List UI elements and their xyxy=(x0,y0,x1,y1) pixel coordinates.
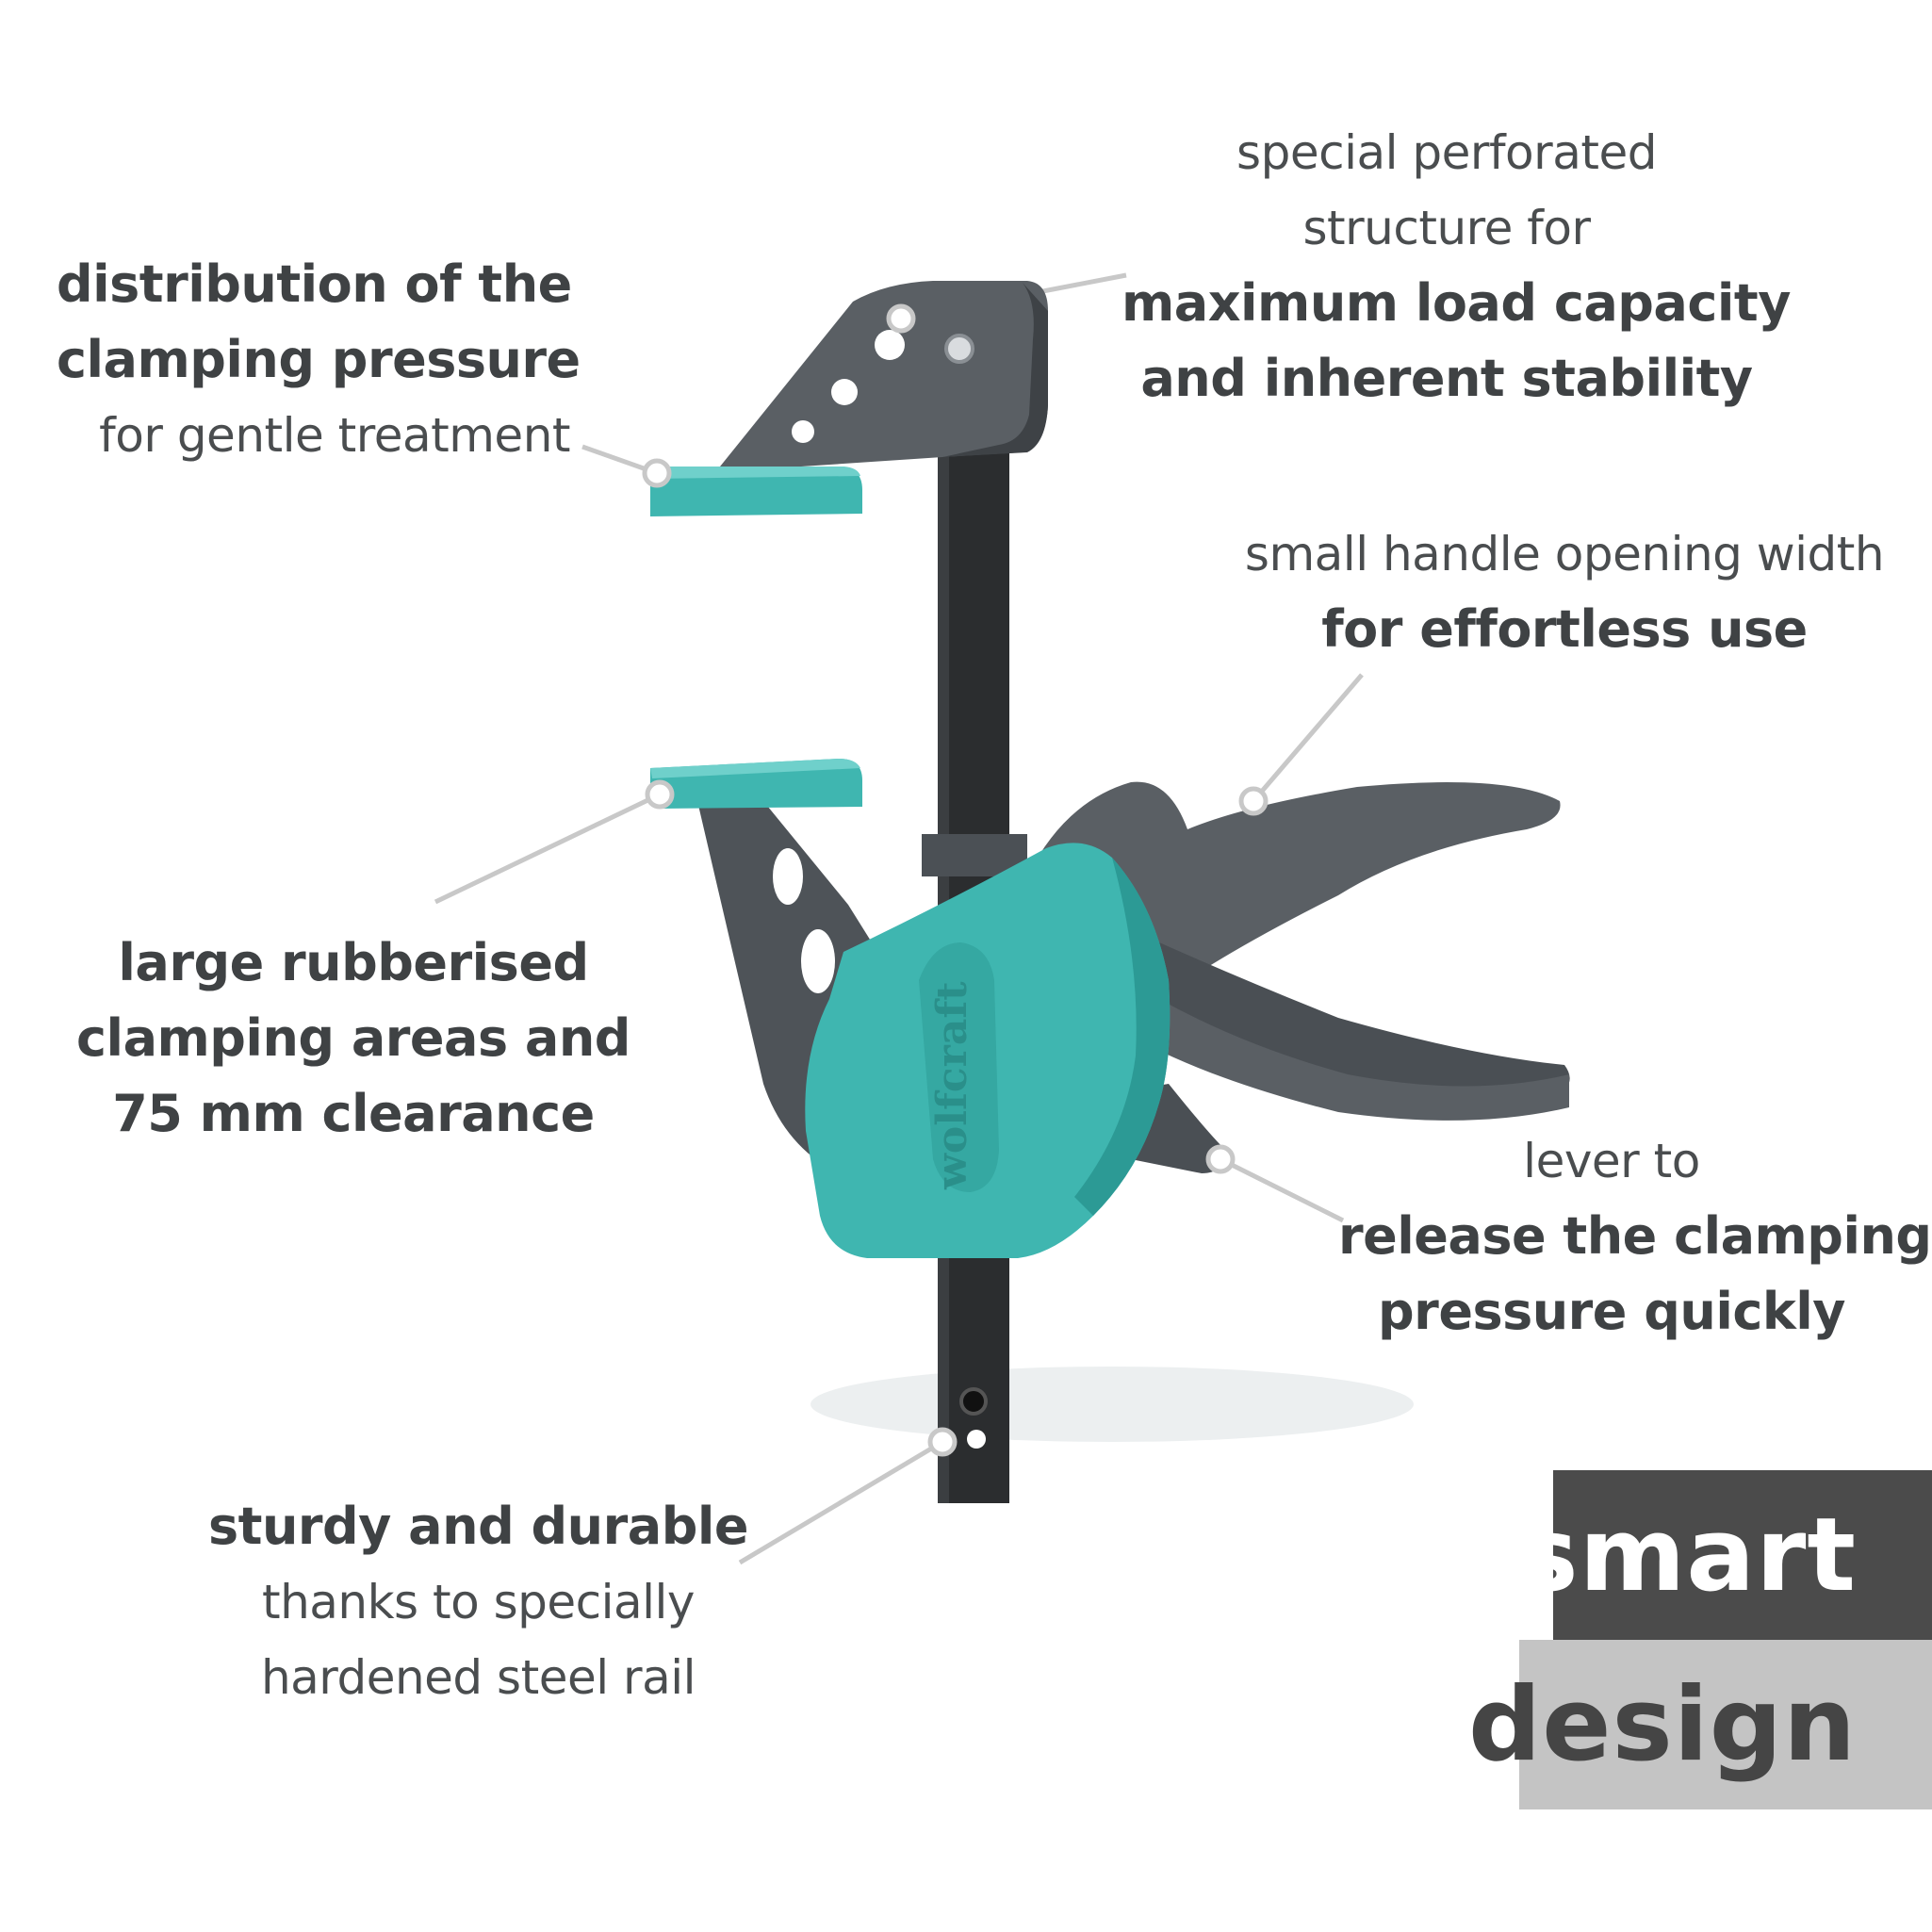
callout-sturdy-line: thanks to specially xyxy=(261,1575,696,1629)
callout-sturdy-line: sturdy and durable xyxy=(208,1497,748,1556)
callout-dot-rubber xyxy=(645,779,675,810)
callout-rubber: large rubberised clamping areas and 75 mm … xyxy=(75,925,631,1152)
callout-dot-handle xyxy=(1238,786,1269,816)
callout-line-handle xyxy=(1252,673,1364,803)
callout-sturdy: sturdy and durable thanks to specially har… xyxy=(198,1489,759,1715)
callout-handle: small handle opening width for effortless… xyxy=(1225,516,1904,667)
callout-dot-sturdy xyxy=(927,1427,958,1457)
lower-handle-inner xyxy=(1159,942,1570,1101)
callout-lever-line: lever to xyxy=(1523,1134,1700,1188)
rail-hole-bottom xyxy=(967,1430,986,1449)
callout-lever: lever to release the clamping pressure qui… xyxy=(1338,1123,1932,1350)
upper-pad-top xyxy=(650,467,860,479)
callout-sturdy-line: hardened steel rail xyxy=(260,1650,696,1705)
upper-jaw-shade xyxy=(942,283,1048,457)
perforation-hole-2 xyxy=(831,379,858,405)
callout-perforated-line: structure for xyxy=(1302,201,1591,255)
ground-shadow xyxy=(810,1367,1414,1442)
callout-lines xyxy=(434,272,1364,1565)
callout-pressure-line: distribution of the xyxy=(57,254,572,314)
callout-rubber-line: 75 mm clearance xyxy=(112,1084,595,1143)
perforation-hole-3 xyxy=(792,420,814,443)
rivet-icon xyxy=(944,334,974,364)
callout-perforated-line: special perforated xyxy=(1236,125,1657,180)
callout-handle-line: small handle opening width xyxy=(1244,527,1885,581)
callout-line-sturdy xyxy=(738,1439,944,1565)
callout-pressure: distribution of the clamping pressure for … xyxy=(57,247,581,473)
callout-dot-perforated xyxy=(886,303,916,334)
callout-line-rubber xyxy=(434,792,662,905)
callout-pressure-line: for gentle treatment xyxy=(99,408,570,463)
callout-lever-line: pressure quickly xyxy=(1378,1282,1845,1341)
upper-clamping-pad xyxy=(650,467,862,516)
callout-lever-line: release the clamping xyxy=(1338,1206,1932,1266)
arm-hole-2 xyxy=(801,929,835,993)
callout-handle-line: for effortless use xyxy=(1321,599,1808,659)
callout-perforated-line: maximum load capacity xyxy=(1122,273,1791,333)
badge-smart: smart xyxy=(1517,1470,1932,1640)
arm-hole-1 xyxy=(773,848,803,905)
lower-pad-top xyxy=(650,759,860,778)
callout-rubber-line: large rubberised xyxy=(118,933,589,992)
callout-perforated: special perforated structure for maximum l… xyxy=(1122,115,1791,417)
perforation-hole-1 xyxy=(875,330,905,360)
main-body-shade xyxy=(1074,858,1171,1216)
badge-design: design xyxy=(1468,1640,1932,1809)
callout-dot-pressure xyxy=(642,458,672,488)
lower-handle xyxy=(1150,999,1569,1121)
callout-perforated-line: and inherent stability xyxy=(1140,349,1753,408)
brand-logo: wolfcraft xyxy=(928,981,976,1190)
logo-plate xyxy=(919,942,999,1192)
callout-line-lever xyxy=(1219,1156,1345,1223)
rail-hole-top xyxy=(959,1387,988,1416)
callout-pressure-line: clamping pressure xyxy=(57,330,581,389)
callout-rubber-line: clamping areas and xyxy=(76,1008,630,1068)
callout-dot-lever xyxy=(1205,1144,1236,1174)
